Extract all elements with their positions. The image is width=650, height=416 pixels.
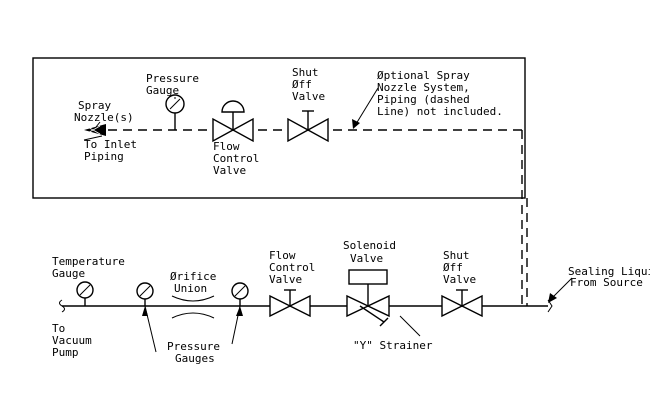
y-strainer-label: "Y" Strainer — [353, 339, 433, 352]
temperature-gauge-label: Temperature Gauge — [52, 255, 131, 280]
to-inlet-label: To Inlet Piping — [84, 138, 144, 163]
pipe-break-icon — [59, 299, 65, 313]
temperature-gauge-icon — [76, 281, 94, 306]
optional-spray-line — [108, 129, 528, 306]
pressure-gauge-icon — [136, 282, 154, 306]
shut-off-valve-icon — [287, 110, 329, 143]
flow-control-valve-label: Flow Control Valve — [213, 140, 266, 177]
to-vacuum-pump-label: To Vacuum Pump — [52, 322, 98, 359]
solenoid-valve-icon — [346, 269, 390, 318]
optional-system-box — [32, 57, 526, 199]
flow-control-valve-icon — [212, 100, 254, 143]
shut-off-valve-label: Shut Øff Valve — [443, 249, 476, 286]
sealing-liquid-label: Sealing Liquid From Source — [568, 265, 650, 289]
pressure-gauges-label: Pressure Gauges — [167, 340, 227, 365]
leader-line — [95, 121, 101, 128]
solenoid-valve-label: Solenoid Valve — [343, 239, 403, 265]
leader-line — [142, 305, 243, 353]
leader-line — [83, 135, 103, 141]
spray-nozzle-label: Spray Nozzle(s) — [74, 99, 134, 124]
source-arrow-icon — [548, 277, 573, 303]
note-arrow-icon — [352, 87, 379, 129]
flow-control-valve-icon — [269, 289, 311, 318]
orifice-union-label: Ørifice Union — [170, 270, 223, 295]
pressure-gauge-icon — [165, 94, 185, 130]
pressure-gauge-icon — [231, 282, 249, 306]
flow-control-valve-label: Flow Control Valve — [269, 249, 322, 286]
shut-off-valve-icon — [441, 289, 483, 318]
shut-off-valve-label: Shut Øff Valve — [292, 66, 325, 103]
optional-system-note: Øptional Spray Nozzle System, Piping (da… — [377, 69, 503, 118]
spray-nozzle-icon — [84, 124, 106, 136]
pressure-gauge-label: Pressure Gauge — [146, 72, 206, 97]
orifice-union-icon — [171, 295, 215, 319]
y-strainer-icon — [359, 305, 421, 337]
